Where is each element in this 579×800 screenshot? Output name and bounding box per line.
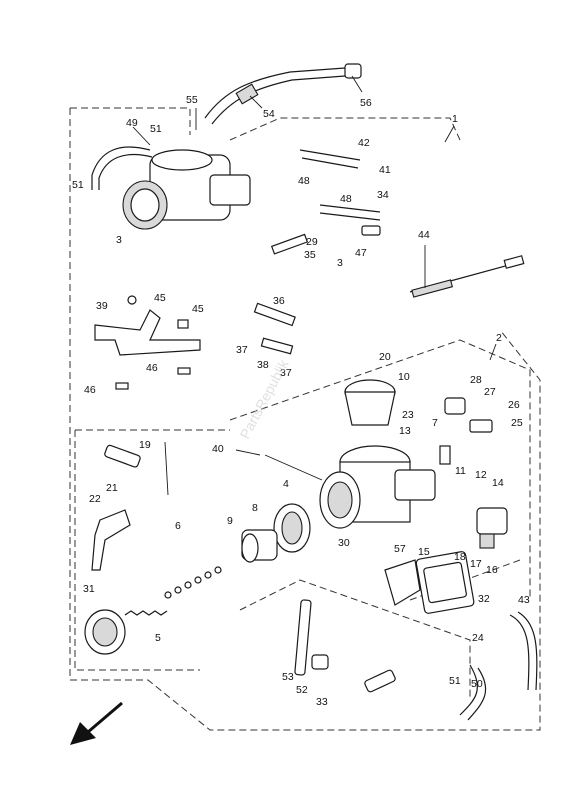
callout: 15 xyxy=(418,546,430,558)
callout: 24 xyxy=(472,632,484,644)
callout: 23 xyxy=(402,409,414,421)
vent-hose-54 xyxy=(204,63,362,125)
callout: 14 xyxy=(492,477,504,489)
callout: 50 xyxy=(471,678,483,690)
callout: 34 xyxy=(377,189,389,201)
callout: 31 xyxy=(83,583,95,595)
jets-6 xyxy=(164,566,222,599)
callout: 44 xyxy=(418,229,430,241)
hose-49 xyxy=(91,146,153,190)
callout: 39 xyxy=(96,300,108,312)
callout: 49 xyxy=(126,117,138,129)
throttle-bracket-39 xyxy=(94,295,201,390)
carburetor-assembly-3 xyxy=(122,149,251,230)
callout: 41 xyxy=(379,164,391,176)
leader-lines xyxy=(132,75,497,496)
callout: 25 xyxy=(511,417,523,429)
sensor-parts xyxy=(439,397,493,465)
callout: 18 xyxy=(454,551,466,563)
callout: 57 xyxy=(394,543,406,555)
callout: 8 xyxy=(252,502,258,514)
float-chamber-57 xyxy=(384,551,475,614)
callout: 48 xyxy=(340,193,352,205)
callout: 12 xyxy=(475,469,487,481)
callout: 1 xyxy=(452,113,458,125)
callout: 45 xyxy=(192,303,204,315)
callout: 7 xyxy=(432,417,438,429)
callout: 45 xyxy=(154,292,166,304)
callout: 29 xyxy=(306,236,318,248)
callout: 26 xyxy=(508,399,520,411)
callout: 52 xyxy=(296,684,308,696)
rods-35-36-38 xyxy=(253,233,309,355)
callout: 37 xyxy=(236,344,248,356)
diaphragm-parts xyxy=(241,503,311,563)
callout: 46 xyxy=(146,362,158,374)
carburetor-body-2 xyxy=(319,379,436,529)
callout: 42 xyxy=(358,137,370,149)
callout: 55 xyxy=(186,94,198,106)
callout: 53 xyxy=(282,671,294,683)
solenoid-14 xyxy=(476,507,508,549)
callout: 20 xyxy=(379,351,391,363)
callout: 51 xyxy=(449,675,461,687)
callout: 19 xyxy=(139,439,151,451)
callout: 16 xyxy=(486,564,498,576)
callout-labels: 1 2 3 3 4 5 6 7 8 9 10 11 12 13 14 15 16… xyxy=(72,94,530,708)
assembly-outlines xyxy=(69,107,541,731)
callout: 54 xyxy=(263,108,275,120)
callout: 10 xyxy=(398,371,410,383)
callout: 43 xyxy=(518,594,530,606)
hoses-42-41-34 xyxy=(299,149,381,236)
callout: 37 xyxy=(280,367,292,379)
throttle-cable-44 xyxy=(409,255,525,298)
callout: 4 xyxy=(283,478,289,490)
callout: 47 xyxy=(355,247,367,259)
callout: 3 xyxy=(337,257,343,269)
callout: 11 xyxy=(455,465,466,477)
callout: 21 xyxy=(106,482,118,494)
callout: 38 xyxy=(257,359,269,371)
callout: 17 xyxy=(470,558,482,570)
callout: 36 xyxy=(273,295,285,307)
callout: 56 xyxy=(360,97,372,109)
arrow-down-left-icon xyxy=(70,701,123,745)
callout: 6 xyxy=(175,520,181,532)
callout: 9 xyxy=(227,515,233,527)
callout: 46 xyxy=(84,384,96,396)
callout: 51 xyxy=(150,123,162,135)
drain-hoses xyxy=(459,611,538,721)
callout: 51 xyxy=(72,179,84,191)
callout: 22 xyxy=(89,493,101,505)
callout: 3 xyxy=(116,234,122,246)
callout: 2 xyxy=(496,332,502,344)
linkage-52 xyxy=(294,599,396,693)
callout: 40 xyxy=(212,443,224,455)
bracket-19-22 xyxy=(91,444,141,571)
callout: 28 xyxy=(470,374,482,386)
callout: 13 xyxy=(399,425,411,437)
callout: 5 xyxy=(155,632,161,644)
callout: 35 xyxy=(304,249,316,261)
callout: 30 xyxy=(338,537,350,549)
spring-cap-5-31 xyxy=(84,609,168,655)
callout: 48 xyxy=(298,175,310,187)
callout: 33 xyxy=(316,696,328,708)
callout: 32 xyxy=(478,593,490,605)
callout: 27 xyxy=(484,386,496,398)
